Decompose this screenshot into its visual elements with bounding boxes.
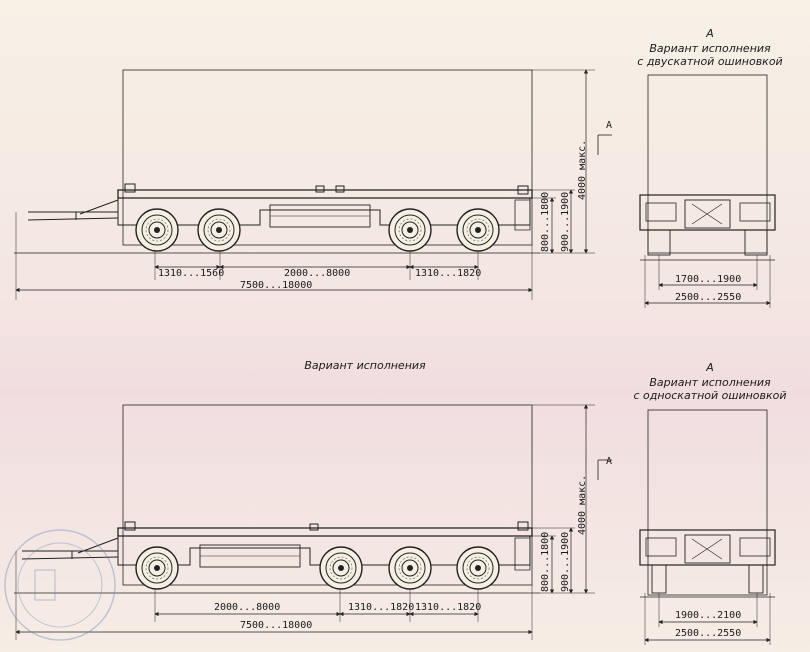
rear-caption-line1: Вариант исполнения	[649, 42, 771, 55]
wheel	[388, 546, 432, 590]
dim-max-height: 4000 макс.	[577, 474, 588, 535]
dim-frame-height: 800...1800	[540, 531, 551, 592]
rear-caption-line2: с односкатной ошиновкой	[633, 389, 787, 402]
dim-axle-spacing-1: 1310...1820	[348, 602, 415, 613]
wheel	[388, 208, 432, 252]
rear-caption-line2: с двускатной ошиновкой	[637, 55, 783, 68]
dim-wheelbase: 2000...8000	[214, 602, 281, 613]
dim-overall-width: 2500...2550	[675, 292, 742, 303]
wheel	[135, 208, 179, 252]
dim-total-length: 7500...18000	[240, 280, 313, 291]
rear-caption-line1: Вариант исполнения	[649, 376, 771, 389]
wheel	[456, 546, 500, 590]
dim-platform-height: 900...1900	[560, 531, 571, 592]
dim-axle-spacing-2: 1310...1820	[415, 602, 482, 613]
bottom-rear-view	[639, 409, 776, 645]
dim-track-width: 1900...2100	[675, 610, 742, 621]
section-a-marker: A	[606, 456, 613, 467]
variant-caption: Вариант исполнения	[304, 359, 426, 372]
section-a-marker: A	[606, 120, 613, 131]
wheel	[319, 546, 363, 590]
rear-view-letter: A	[706, 361, 714, 374]
dim-total-length: 7500...18000	[240, 620, 313, 631]
dim-platform-height: 900...1900	[560, 191, 571, 252]
dim-track-width: 1700...1900	[675, 274, 742, 285]
dim-rear-axle-spacing: 1310...1820	[415, 268, 482, 279]
dim-axle-spacing: 1310...1560	[158, 268, 225, 279]
wheel	[456, 208, 500, 252]
dim-overall-width: 2500...2550	[675, 628, 742, 639]
wheel	[197, 208, 241, 252]
rear-view-letter: A	[706, 27, 714, 40]
stamp-seal	[4, 529, 116, 641]
dim-max-height: 4000 макс.	[577, 139, 588, 200]
bottom-side-view	[14, 404, 612, 640]
wheel	[135, 546, 179, 590]
top-rear-view	[639, 74, 776, 308]
dim-frame-height: 800...1800	[540, 191, 551, 252]
dim-wheelbase: 2000...8000	[284, 268, 351, 279]
